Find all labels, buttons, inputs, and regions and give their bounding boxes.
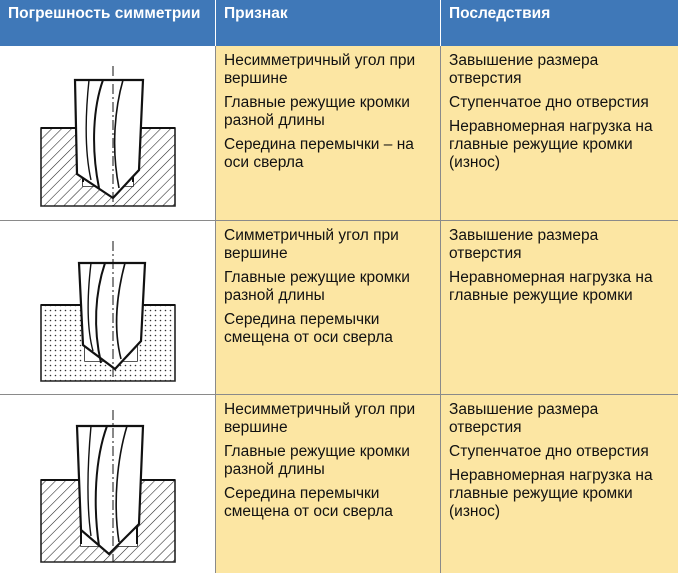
signs-cell-1: Несимметричный угол при вершине Главные … bbox=[216, 46, 441, 221]
consequences-cell-3: Завышение размера отверстия Ступенчатое … bbox=[441, 395, 678, 573]
header-sign: Признак bbox=[216, 0, 441, 46]
sign-text: Несимметричный угол при вершине bbox=[224, 52, 416, 87]
drill-asymmetric-angle-offset-icon bbox=[39, 410, 176, 563]
drill-image-cell-2 bbox=[0, 221, 216, 395]
drill-asymmetric-angle-icon bbox=[39, 66, 176, 207]
sign-text: Главные режущие кромки разной длины bbox=[224, 94, 410, 129]
consequence-text: Завышение размера отверстия bbox=[449, 401, 599, 436]
consequence-text: Ступенчатое дно отверстия bbox=[449, 443, 649, 460]
consequence-text: Неравномерная нагрузка на главные режущи… bbox=[449, 118, 653, 171]
drill-image-cell-3 bbox=[0, 395, 216, 573]
signs-cell-3: Несимметричный угол при вершине Главные … bbox=[216, 395, 441, 573]
sign-text: Несимметричный угол при вершине bbox=[224, 401, 416, 436]
sign-text: Середина перемычки – на оси сверла bbox=[224, 136, 414, 171]
sign-text: Главные режущие кромки разной длины bbox=[224, 269, 410, 304]
header-consequences: Последствия bbox=[441, 0, 678, 46]
header-symmetry-error: Погрешность симметрии bbox=[0, 0, 216, 46]
signs-cell-2: Симметричный угол при вершине Главные ре… bbox=[216, 221, 441, 395]
sign-text: Главные режущие кромки разной длины bbox=[224, 443, 410, 478]
sign-text: Симметричный угол при вершине bbox=[224, 227, 399, 262]
consequence-text: Неравномерная нагрузка на главные режущи… bbox=[449, 269, 653, 304]
drill-image-cell-1 bbox=[0, 46, 216, 221]
sign-text: Середина перемычки смещена от оси сверла bbox=[224, 485, 393, 520]
consequence-text: Завышение размера отверстия bbox=[449, 227, 599, 262]
consequence-text: Неравномерная нагрузка на главные режущи… bbox=[449, 467, 653, 520]
consequence-text: Завышение размера отверстия bbox=[449, 52, 599, 87]
consequences-cell-1: Завышение размера отверстия Ступенчатое … bbox=[441, 46, 678, 221]
consequences-cell-2: Завышение размера отверстия Неравномерна… bbox=[441, 221, 678, 395]
sign-text: Середина перемычки смещена от оси сверла bbox=[224, 311, 393, 346]
drill-symmetric-angle-offset-icon bbox=[39, 240, 176, 382]
consequence-text: Ступенчатое дно отверстия bbox=[449, 94, 649, 111]
